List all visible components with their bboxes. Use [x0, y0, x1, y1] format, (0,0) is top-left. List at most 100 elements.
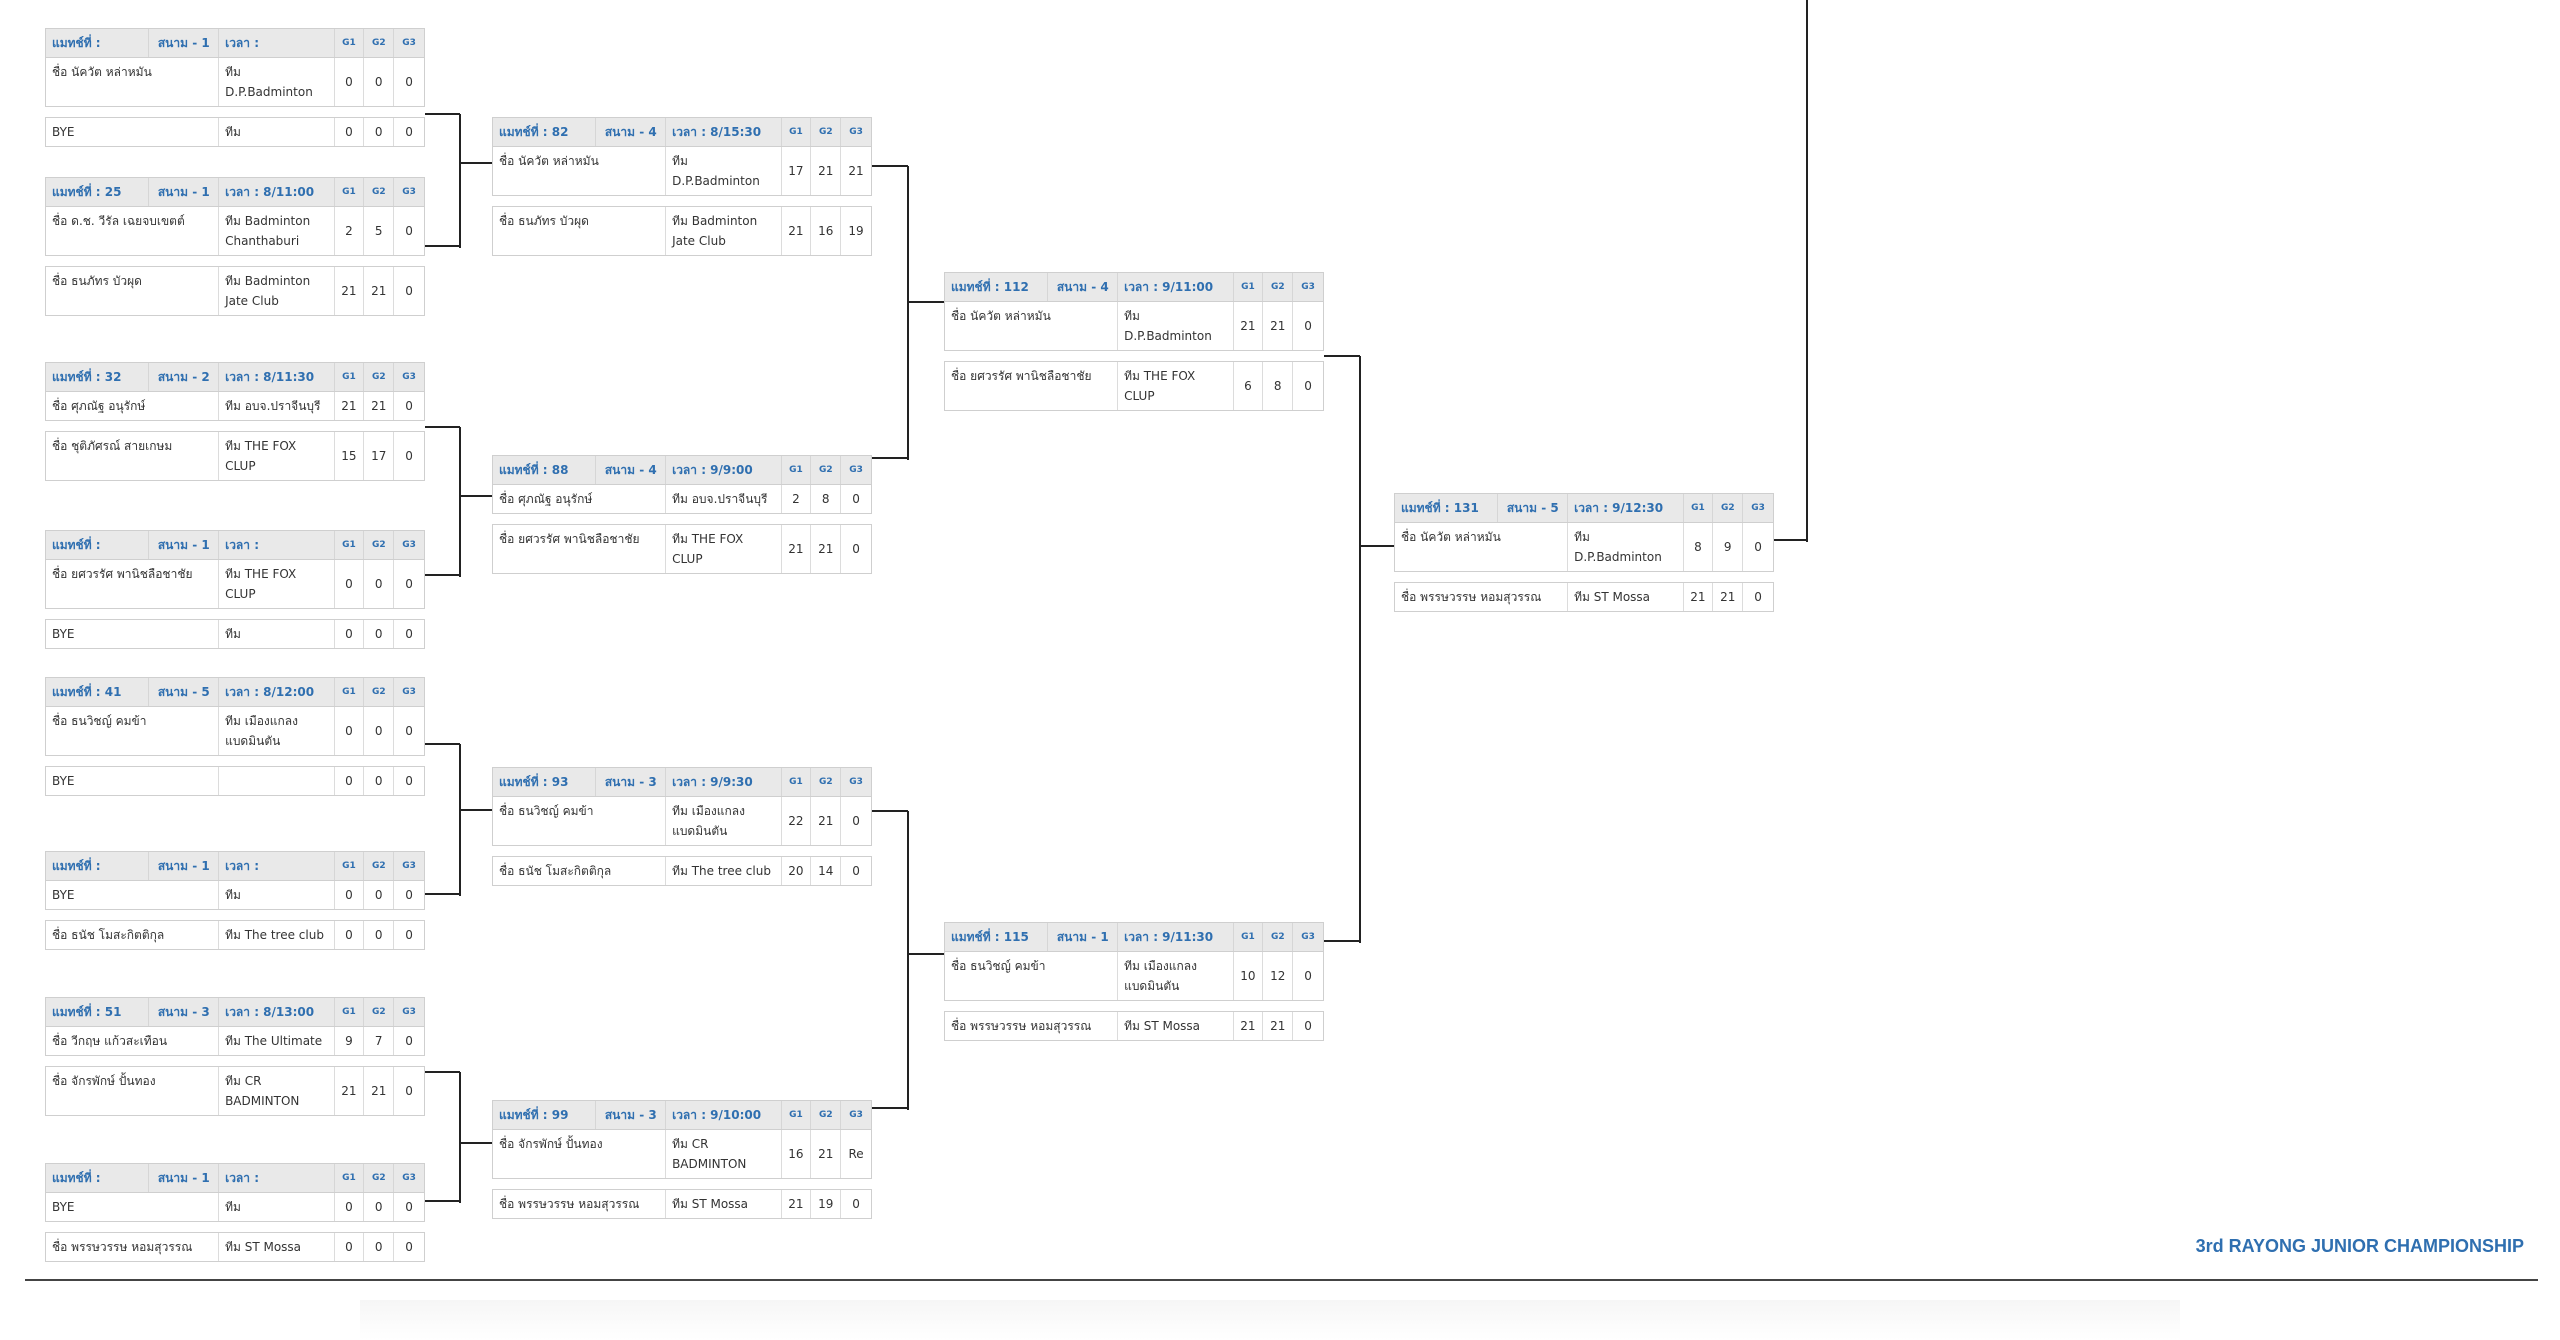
player-row[interactable]: ชื่อ ด.ช. วีรัล เฉยจบเขตต์ทีม Badminton … [45, 207, 425, 256]
game3-score: 0 [405, 1034, 413, 1048]
player-row[interactable]: ชื่อ ธนภัทร บัวผุดทีม Badminton Jate Clu… [45, 266, 425, 316]
game3-score: 0 [405, 284, 413, 298]
player-name: BYE [46, 767, 220, 795]
game1-score: 8 [1684, 523, 1714, 571]
court-label: สนาม - 1 [149, 531, 220, 559]
player-name: ชื่อ นัควัต หล่าหมัน [945, 302, 1119, 350]
time-label: เวลา : 9/10:00 [666, 1101, 782, 1129]
game3-header: G3 [849, 465, 863, 475]
court-label: สนาม - 4 [596, 456, 667, 484]
player-row[interactable]: ชื่อ ยศวรรัศ พานิชลือชาชัยทีม THE FOX CL… [45, 560, 425, 609]
player-row[interactable]: ชื่อ ยศวรรัศ พานิชลือชาชัยทีม THE FOX CL… [944, 361, 1324, 411]
team-name: ทีม [219, 620, 335, 648]
match-number: แมทช์ที่ : 51 [46, 998, 150, 1026]
court-label: สนาม - 5 [1498, 494, 1569, 522]
game1-header: G1 [1234, 923, 1264, 951]
bracket-connector [908, 301, 944, 303]
bracket-connector [459, 114, 461, 248]
bracket-connector [872, 457, 908, 459]
team-name: ทีม อบจ.ปราจีนบุรี [219, 392, 335, 420]
match-number: แมทช์ที่ : 32 [46, 363, 150, 391]
game1-score: 17 [782, 147, 812, 195]
court-label: สนาม - 1 [149, 178, 220, 206]
bracket-connector [1360, 545, 1394, 547]
game1-score: 2 [335, 207, 365, 255]
bracket-connector [460, 809, 492, 811]
bracket-connector [425, 245, 460, 247]
player-name: ชื่อ ด.ช. วีรัล เฉยจบเขตต์ [46, 207, 220, 255]
game3-score: 0 [405, 399, 413, 413]
game1-score: 21 [1684, 583, 1714, 611]
game1-header: G1 [782, 118, 812, 146]
game2-score: 21 [364, 392, 395, 420]
player-name: ชื่อ ธนัช โมสะกิตติกุล [493, 857, 667, 885]
player-row[interactable]: ชื่อ ยศวรรัศ พานิชลือชาชัยทีม THE FOX CL… [492, 524, 872, 574]
player-row[interactable]: ชื่อ ธนวิชญ์ คมข้าทีม เมืองแกลง แบดมินตั… [944, 952, 1324, 1001]
court-label: สนาม - 4 [1048, 273, 1119, 301]
game2-score: 21 [1263, 1012, 1294, 1040]
game1-score: 0 [335, 1233, 365, 1261]
game1-score: 0 [335, 560, 365, 608]
game2-score: 0 [364, 707, 395, 755]
player-row[interactable]: ชื่อ ธนวิชญ์ คมข้าทีม เมืองแกลง แบดมินตั… [45, 707, 425, 756]
game2-score: 0 [364, 1233, 395, 1261]
game2-score: 0 [364, 767, 395, 795]
player-name: ชื่อ นัควัต หล่าหมัน [493, 147, 667, 195]
game1-score: 6 [1234, 362, 1264, 410]
game2-header: G2 [1263, 273, 1294, 301]
player-row[interactable]: ชื่อ ธนวิชญ์ คมข้าทีม เมืองแกลง แบดมินตั… [492, 797, 872, 846]
team-name: ทีม ST Mossa [219, 1233, 335, 1261]
player-row[interactable]: ชื่อ ธนภัทร บัวผุดทีม Badminton Jate Clu… [492, 206, 872, 256]
game1-header: G1 [335, 363, 365, 391]
game1-score: 22 [782, 797, 812, 845]
game2-header: G2 [811, 456, 842, 484]
team-name: ทีม Badminton Jate Club [219, 267, 335, 315]
team-name: ทีม D.P.Badminton [1118, 302, 1234, 350]
game1-header: G1 [335, 678, 365, 706]
game1-score: 21 [1234, 302, 1264, 350]
game2-score: 21 [811, 525, 842, 573]
game3-header: G3 [402, 38, 416, 48]
game2-score: 5 [364, 207, 395, 255]
game2-header: G2 [364, 678, 395, 706]
team-name: ทีม CR BADMINTON [666, 1130, 782, 1178]
game1-score: 0 [335, 921, 365, 949]
player-name: ชื่อ ชุติภัศรณ์ สายเกษม [46, 432, 220, 480]
game2-score: 21 [811, 797, 842, 845]
game1-header: G1 [782, 768, 812, 796]
game3-score: 0 [852, 814, 860, 828]
game2-score: 21 [1713, 583, 1744, 611]
player-row[interactable]: ชื่อ ศุภณัฐ อนุรักษ์ทีม อบจ.ปราจีนบุรี21… [45, 392, 425, 421]
bracket-connector [907, 166, 909, 460]
game1-score: 21 [782, 525, 812, 573]
game3-score: 0 [1754, 540, 1762, 554]
team-name: ทีม ST Mossa [666, 1190, 782, 1218]
